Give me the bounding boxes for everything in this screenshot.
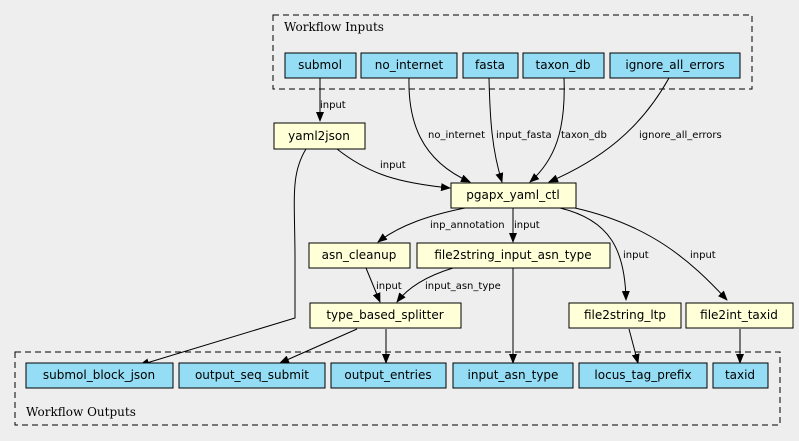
svg-text:taxon_db: taxon_db xyxy=(536,58,591,72)
edge-taxon_db-pgapx xyxy=(529,77,565,183)
workflow-outputs-cluster: Workflow Outputs xyxy=(14,351,781,426)
edge-pgapx-file2int_taxid xyxy=(574,207,728,301)
svg-text:no_internet: no_internet xyxy=(375,58,444,72)
edge-yaml2json-submol_block_json xyxy=(139,148,307,367)
edge-label-pgapx-file2int_taxid: input xyxy=(690,250,716,261)
edge-label-no_internet: no_internet xyxy=(428,130,485,141)
input-node-fasta[interactable]: fasta xyxy=(462,52,519,79)
edge-ignore_all_errors-pgapx xyxy=(548,77,670,183)
edge-label-input_asn_type: input_asn_type xyxy=(425,281,501,292)
workflow-outputs-title: Workflow Outputs xyxy=(26,405,136,419)
edge-file2string-type_based_splitter xyxy=(396,267,454,303)
output-node-submol_block_json[interactable]: submol_block_json xyxy=(25,362,174,389)
input-node-no_internet[interactable]: no_internet xyxy=(360,52,458,79)
output-node-output_entries[interactable]: output_entries xyxy=(330,362,447,389)
svg-text:submol: submol xyxy=(298,58,342,72)
edge-yaml2json-pgapx xyxy=(336,148,451,192)
svg-text:file2string_input_asn_type: file2string_input_asn_type xyxy=(434,248,591,262)
input-node-ignore_all_errors[interactable]: ignore_all_errors xyxy=(609,52,741,79)
svg-text:taxid: taxid xyxy=(725,368,755,382)
step-node-file2int_taxid[interactable]: file2int_taxid xyxy=(685,302,794,329)
svg-text:fasta: fasta xyxy=(475,58,505,72)
edge-label-taxon_db: taxon_db xyxy=(561,130,607,141)
svg-text:locus_tag_prefix: locus_tag_prefix xyxy=(594,368,691,382)
svg-text:output_seq_submit: output_seq_submit xyxy=(195,368,309,382)
step-node-pgapx_yaml_ctl[interactable]: pgapx_yaml_ctl xyxy=(450,182,577,209)
svg-text:file2string_ltp: file2string_ltp xyxy=(584,308,666,322)
output-node-output_seq_submit[interactable]: output_seq_submit xyxy=(178,362,326,389)
svg-text:pgapx_yaml_ctl: pgapx_yaml_ctl xyxy=(466,188,559,202)
step-node-yaml2json[interactable]: yaml2json xyxy=(273,122,366,150)
output-node-taxid[interactable]: taxid xyxy=(712,362,769,389)
step-node-file2string_input_asn_type[interactable]: file2string_input_asn_type xyxy=(416,242,611,269)
output-node-input_asn_type[interactable]: input_asn_type xyxy=(452,362,574,389)
svg-text:submol_block_json: submol_block_json xyxy=(43,368,155,382)
edge-label-pgapx-file2string_ltp: input xyxy=(623,250,649,261)
edge-label-input_fasta: input_fasta xyxy=(496,130,552,141)
svg-text:input_asn_type: input_asn_type xyxy=(468,368,559,382)
edge-asn_cleanup-type_based_splitter xyxy=(365,267,381,303)
edge-pgapx-asn_cleanup xyxy=(377,207,466,243)
input-node-submol[interactable]: submol xyxy=(284,52,357,79)
svg-text:ignore_all_errors: ignore_all_errors xyxy=(625,58,724,72)
edges: input no_internet input_fasta taxon_db i… xyxy=(139,77,744,367)
edge-file2string_ltp-locus_tag_prefix xyxy=(628,328,640,364)
edge-label-yaml2json-pgapx: input xyxy=(380,160,406,171)
edge-no_internet-pgapx xyxy=(408,77,471,183)
edge-fasta-pgapx xyxy=(488,77,504,183)
svg-text:output_entries: output_entries xyxy=(344,368,431,382)
edge-label-inp_annotation: inp_annotation xyxy=(430,220,505,231)
workflow-inputs-cluster: Workflow Inputs xyxy=(272,14,753,90)
svg-text:file2int_taxid: file2int_taxid xyxy=(700,308,778,322)
input-node-taxon_db[interactable]: taxon_db xyxy=(522,52,605,79)
edge-label-ignore_all_errors: ignore_all_errors xyxy=(639,130,722,141)
workflow-inputs-title: Workflow Inputs xyxy=(284,20,384,34)
step-node-asn_cleanup[interactable]: asn_cleanup xyxy=(308,242,411,269)
edge-label-submol-yaml2json: input xyxy=(320,100,346,111)
edge-splitter-output_seq_submit xyxy=(279,328,358,364)
svg-text:type_based_splitter: type_based_splitter xyxy=(326,308,443,322)
step-node-file2string_ltp[interactable]: file2string_ltp xyxy=(568,302,682,329)
output-node-locus_tag_prefix[interactable]: locus_tag_prefix xyxy=(578,362,708,389)
edge-label-pgapx-file2string: input xyxy=(514,220,540,231)
step-node-type_based_splitter[interactable]: type_based_splitter xyxy=(309,302,462,329)
edge-pgapx-file2string_ltp xyxy=(559,207,630,301)
svg-text:yaml2json: yaml2json xyxy=(288,129,350,143)
svg-text:asn_cleanup: asn_cleanup xyxy=(322,248,397,262)
edge-label-asn_cleanup-splitter: input xyxy=(376,281,402,292)
